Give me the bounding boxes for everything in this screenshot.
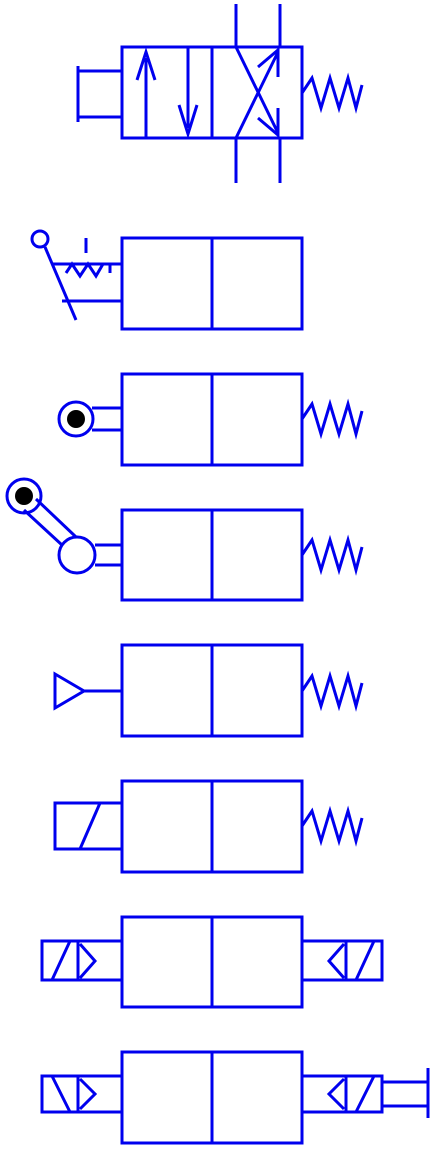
- solenoid-coil-icon: [302, 939, 384, 982]
- lever-pivot-icon: [5, 477, 43, 515]
- pilot-chevron-icon: [326, 943, 346, 979]
- roller-icon: [57, 400, 95, 438]
- solenoid-coil-icon: [40, 1074, 122, 1114]
- double-solenoid-valve: [40, 915, 384, 1009]
- pilot-chevron-icon: [326, 1077, 346, 1111]
- pilot-valve: [53, 643, 364, 738]
- up-arrow-head-icon: [135, 47, 157, 81]
- solenoid-slash-icon: [50, 940, 72, 981]
- lever-pivot-dot-icon: [15, 487, 33, 505]
- pedal-lever-icon: [43, 246, 78, 321]
- down-arrow-head-icon: [177, 104, 199, 140]
- lever-roller-icon: [57, 535, 97, 575]
- cross-arrow-up-icon: [234, 51, 280, 139]
- cross-arrow-down-head-icon: [257, 108, 280, 139]
- spring-icon: [300, 534, 364, 576]
- double-solenoid-valve-with-button: [40, 1050, 430, 1145]
- roller-valve: [57, 372, 364, 467]
- solenoid-coil-icon: [53, 801, 122, 851]
- pedal-pivot-icon: [30, 229, 50, 249]
- cross-arrow-down-icon: [234, 46, 280, 134]
- pedal-valve: [30, 229, 304, 331]
- roller-axle-icon: [67, 410, 85, 428]
- cross-arrow-up-head-icon: [257, 46, 280, 77]
- solenoid-coil-icon: [302, 1074, 384, 1114]
- solenoid-coil-icon: [40, 939, 122, 982]
- lever-arm-icon: [22, 508, 64, 547]
- spring-icon: [300, 398, 364, 440]
- push-button-valve: [76, 4, 364, 183]
- pilot-triangle-icon: [53, 671, 87, 711]
- lever-arm-icon: [34, 497, 78, 539]
- solenoid-valve: [53, 779, 364, 874]
- detent-spring-icon: [64, 261, 110, 279]
- pilot-chevron-icon: [78, 943, 98, 979]
- spring-icon: [300, 670, 364, 712]
- solenoid-slash-icon: [354, 1075, 376, 1113]
- solenoid-slash-icon: [78, 802, 102, 850]
- solenoid-slash-icon: [354, 940, 376, 981]
- pilot-chevron-icon: [78, 1077, 98, 1111]
- solenoid-slash-icon: [50, 1075, 72, 1113]
- spring-icon: [300, 805, 364, 847]
- roller-lever-valve: [5, 477, 364, 602]
- spring-icon: [300, 72, 364, 114]
